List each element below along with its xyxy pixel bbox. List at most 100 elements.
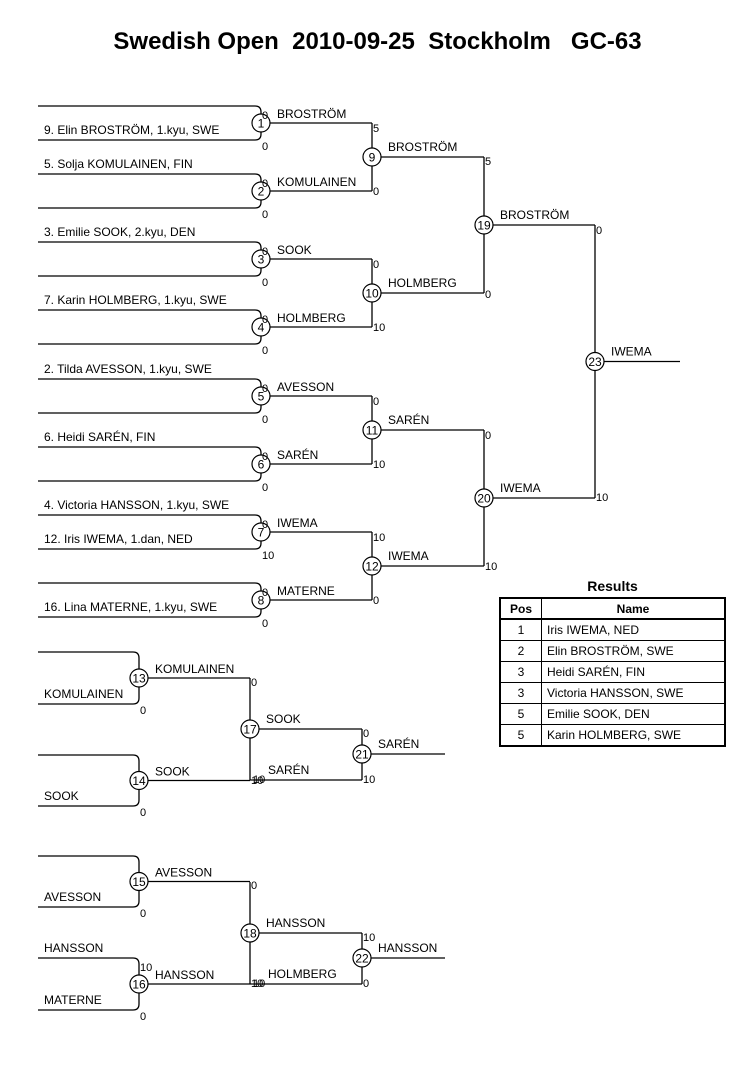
bracket-line <box>132 780 140 807</box>
result-pos: 1 <box>500 618 542 641</box>
bracket-line <box>254 173 262 191</box>
bracket-line <box>254 378 262 396</box>
match-number-circle <box>251 249 271 269</box>
match-number-circle <box>362 556 382 576</box>
bracket-line <box>132 651 140 678</box>
bracket-line <box>254 105 262 123</box>
bracket-line <box>132 678 140 705</box>
winner-name: BROSTRÖM <box>388 140 457 154</box>
score: 0 <box>251 880 257 892</box>
winner-name: KOMULAINEN <box>277 175 356 189</box>
match-number-circle <box>352 948 372 968</box>
bracket-line <box>254 309 262 327</box>
winner-name: IWEMA <box>500 481 541 495</box>
winner-name: HANSSON <box>266 916 325 930</box>
entrant-name: HANSSON <box>44 941 103 955</box>
winner-name: SARÉN <box>277 447 318 462</box>
match-number-circle <box>251 386 271 406</box>
score: 0 <box>140 807 146 819</box>
match-number-circle <box>129 871 149 892</box>
score: 0 <box>373 595 379 607</box>
entrant-name: 16. Lina MATERNE, 1.kyu, SWE <box>44 600 217 614</box>
result-name: Karin HOLMBERG, SWE <box>541 724 725 746</box>
results-title: Results <box>587 578 638 594</box>
bracket-line <box>132 881 140 908</box>
match-number: 12 <box>365 560 379 574</box>
winner-name: SARÉN <box>378 736 419 751</box>
score: 10 <box>262 550 274 562</box>
score: 0 <box>373 259 379 271</box>
entrant-name: HOLMBERG <box>268 967 337 981</box>
match-number: 16 <box>132 978 146 992</box>
result-pos: 2 <box>500 640 542 662</box>
match-number-circle <box>251 454 271 474</box>
match-number-circle <box>240 923 260 943</box>
match-number: 11 <box>366 424 379 438</box>
match-number: 23 <box>588 355 602 369</box>
result-pos: 3 <box>500 682 542 704</box>
match-number-circle <box>362 283 382 303</box>
winner-name: IWEMA <box>388 549 429 563</box>
match-number: 19 <box>477 219 491 233</box>
score: 10 <box>596 492 608 504</box>
score: 0 <box>262 277 268 289</box>
entrant-name: 6. Heidi SARÉN, FIN <box>44 429 155 444</box>
match-number-circle <box>352 744 372 764</box>
match-number-circle <box>129 668 149 688</box>
bracket-line <box>132 754 140 781</box>
match-number: 4 <box>258 321 265 335</box>
score: 10 <box>373 532 385 544</box>
entrant-name: KOMULAINEN <box>44 687 123 701</box>
match-number: 5 <box>258 390 265 404</box>
result-name: Iris IWEMA, NED <box>541 618 725 641</box>
match-number: 17 <box>243 723 257 737</box>
score: 0 <box>262 209 268 221</box>
match-number: 9 <box>369 151 376 165</box>
bracket-line <box>254 396 262 414</box>
winner-name: IWEMA <box>611 345 652 359</box>
result-pos: 5 <box>500 703 542 725</box>
score: 0 <box>262 414 268 426</box>
score: 0 <box>262 383 268 395</box>
winner-name: HANSSON <box>378 941 437 955</box>
bracket-line <box>254 582 262 600</box>
score: 10 <box>140 962 152 974</box>
result-name: Elin BROSTRÖM, SWE <box>541 640 725 662</box>
match-number: 10 <box>365 287 379 301</box>
score: 10 <box>363 774 375 786</box>
winner-name: BROSTRÖM <box>277 107 346 121</box>
entrant-name: AVESSON <box>44 890 101 904</box>
score: 0 <box>140 705 146 717</box>
match-number: 2 <box>258 185 265 199</box>
match-number-circle <box>129 770 149 791</box>
score: 0 <box>373 186 379 198</box>
winner-name: AVESSON <box>277 380 334 394</box>
bracket-line <box>254 600 262 618</box>
match-number: 1 <box>258 117 265 131</box>
score: 10 <box>253 774 265 786</box>
results-header-name: Name <box>541 598 725 620</box>
winner-name: SOOK <box>155 765 190 779</box>
match-number: 22 <box>355 952 369 966</box>
winner-name: SARÉN <box>388 412 429 427</box>
score: 10 <box>253 978 265 990</box>
result-pos: 5 <box>500 724 542 746</box>
score: 0 <box>485 430 491 442</box>
bracket-line <box>132 984 140 1011</box>
entrant-name: 9. Elin BROSTRÖM, 1.kyu, SWE <box>44 123 219 137</box>
winner-name: SOOK <box>277 243 312 257</box>
score: 0 <box>485 289 491 301</box>
match-number-circle <box>585 351 605 372</box>
score: 0 <box>251 677 257 689</box>
winner-name: HANSSON <box>155 968 214 982</box>
score: 0 <box>262 345 268 357</box>
entrant-name: 3. Emilie SOOK, 2.kyu, DEN <box>44 225 195 239</box>
match-number: 7 <box>258 526 265 540</box>
match-number: 18 <box>243 927 257 941</box>
